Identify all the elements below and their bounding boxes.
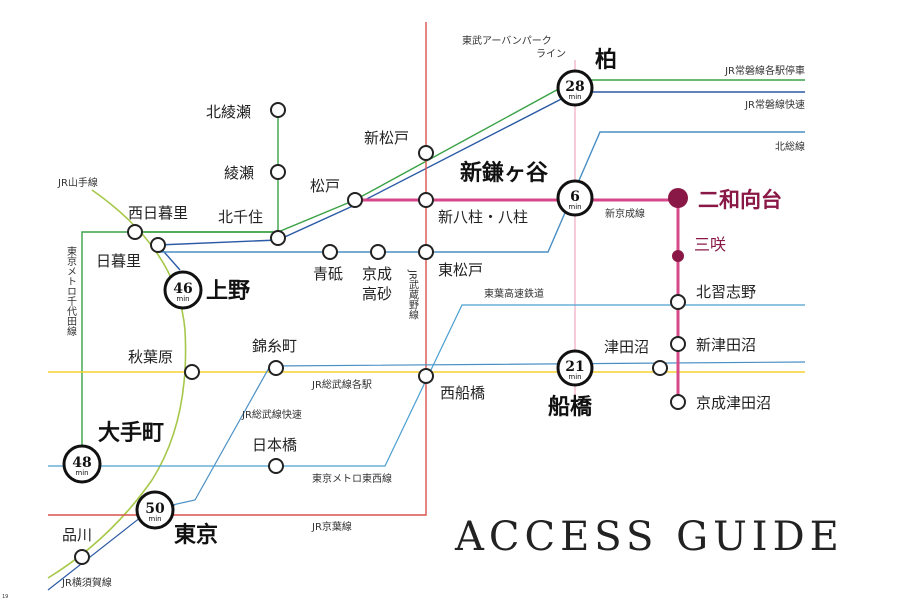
label-urban-park-1: 東武アーバンパーク: [462, 34, 552, 47]
label-hokuso: 北総線: [775, 140, 805, 153]
access-guide-title: ACCESS GUIDE: [455, 514, 844, 560]
time-unit: min: [568, 203, 581, 211]
label-tozai: 東京メトロ東西線: [312, 472, 392, 485]
station-aoto[interactable]: [322, 244, 338, 260]
station-keiseitakasago[interactable]: [370, 244, 386, 260]
hub-tokyo[interactable]: 50 min: [135, 490, 175, 530]
hub-ueno[interactable]: 46 min: [163, 270, 203, 310]
label-kinshicho: 錦糸町: [252, 337, 297, 355]
label-musashino: JR武蔵野線: [407, 269, 419, 320]
label-nihonbashi: 日本橋: [252, 436, 297, 454]
label-kitasenju: 北千住: [218, 208, 263, 226]
label-nishinippori: 西日暮里: [128, 204, 188, 222]
station-shinyahashira[interactable]: [418, 192, 434, 208]
label-shinagawa: 品川: [62, 526, 92, 544]
time-unit: min: [75, 469, 88, 477]
label-chiyoda: 東京メトロ千代田線: [65, 245, 77, 336]
hub-kashiwa[interactable]: 28 min: [556, 69, 594, 107]
label-yokosuka: JR横須賀線: [61, 576, 112, 589]
label-shinyahashira: 新八柱・八柱: [438, 208, 528, 226]
station-kitaayase[interactable]: [270, 102, 286, 118]
time-shinkamagaya: 6: [570, 189, 580, 205]
label-yamanote: JR山手線: [57, 176, 98, 189]
label-nishifunabashi: 西船橋: [440, 384, 485, 402]
station-shinmatsudo[interactable]: [418, 145, 434, 161]
station-keiseitsudanuma[interactable]: [670, 394, 686, 410]
station-misaki[interactable]: [672, 250, 684, 262]
time-kashiwa: 28: [565, 79, 584, 95]
label-ayase: 綾瀬: [224, 164, 254, 182]
station-kinshicho[interactable]: [268, 360, 284, 376]
label-shinmatsudo: 新松戸: [364, 129, 409, 147]
station-kitasenju[interactable]: [270, 230, 286, 246]
station-nishinippori[interactable]: [127, 224, 143, 240]
musashino-line: [48, 22, 427, 516]
station-nishifunabashi[interactable]: [418, 368, 434, 384]
label-joban-local: JR常磐線各駅停車: [724, 64, 805, 77]
station-shintsudanuma[interactable]: [670, 336, 686, 352]
label-sobu-rapid: JR総武線快速: [241, 408, 302, 421]
station-shinagawa[interactable]: [74, 549, 90, 565]
label-keiseitakasago-1: 京成: [362, 265, 392, 283]
station-higashimatsudo[interactable]: [418, 244, 434, 260]
hub-funabashi[interactable]: 21 min: [556, 349, 594, 387]
station-akihabara[interactable]: [184, 364, 200, 380]
label-akihabara: 秋葉原: [128, 348, 173, 366]
label-sobu-local: JR総武線各駅: [311, 378, 372, 391]
label-urban-park-2: ライン: [536, 48, 566, 60]
tozai-line: [48, 304, 805, 467]
station-tsudanuma[interactable]: [652, 360, 668, 376]
label-shinkamagaya: 新鎌ヶ谷: [460, 160, 549, 186]
label-keiseitakasago-2: 高砂: [362, 285, 392, 303]
label-futawamukodai: 二和向台: [698, 188, 782, 212]
label-kashiwa: 柏: [595, 47, 617, 73]
time-funabashi: 21: [565, 359, 584, 375]
station-kitanarashino[interactable]: [670, 294, 686, 310]
label-tsudanuma: 津田沼: [604, 338, 649, 356]
hub-otemachi[interactable]: 48 min: [62, 444, 102, 484]
label-ueno: 上野: [206, 279, 250, 304]
station-nippori[interactable]: [150, 237, 166, 253]
label-matsudo: 松戸: [310, 177, 340, 195]
time-unit: min: [568, 373, 581, 381]
label-joban-rapid: JR常磐線快速: [744, 98, 805, 111]
hub-shinkamagaya[interactable]: 6 min: [556, 179, 594, 217]
label-aoto: 青砥: [313, 265, 343, 283]
label-misaki: 三咲: [694, 235, 726, 254]
label-shinkeisei: 新京成線: [605, 207, 645, 220]
label-keiseitsudanuma: 京成津田沼: [696, 394, 771, 412]
label-keiyo: JR京葉線: [311, 520, 352, 533]
label-higashimatsudo: 東松戸: [438, 261, 483, 279]
station-nihonbashi[interactable]: [268, 458, 284, 474]
label-funabashi: 船橋: [548, 394, 593, 420]
label-shintsudanuma: 新津田沼: [696, 336, 756, 354]
corner-mark: 19: [2, 594, 8, 600]
label-kitanarashino: 北習志野: [696, 283, 756, 301]
time-otemachi: 48: [72, 455, 91, 471]
time-unit: min: [176, 295, 189, 303]
label-kitaayase: 北綾瀬: [206, 103, 251, 121]
small-stations: [74, 102, 686, 565]
label-tokyo: 東京: [174, 522, 218, 548]
time-unit: min: [568, 93, 581, 101]
time-tokyo: 50: [145, 501, 165, 517]
time-unit: min: [148, 515, 161, 523]
time-ueno: 46: [173, 281, 192, 297]
station-matsudo[interactable]: [347, 192, 363, 208]
station-futawamukodai[interactable]: [668, 188, 688, 208]
label-otemachi: 大手町: [98, 421, 164, 446]
label-nippori: 日暮里: [96, 252, 141, 270]
station-ayase[interactable]: [270, 164, 286, 180]
label-toyo: 東葉高速鉄道: [484, 287, 544, 300]
